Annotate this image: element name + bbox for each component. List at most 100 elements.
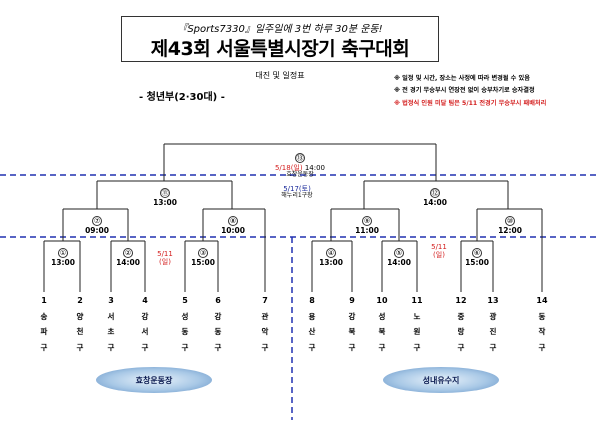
team-name-char: 강: [141, 311, 149, 321]
team-name-char: 용: [308, 311, 316, 321]
team-name-char: 산: [308, 327, 316, 336]
team-number: 1: [41, 296, 47, 305]
final-match: ⑬ 5/18(일) 14:00 효창운동장: [255, 146, 345, 179]
team-name-char: 구: [40, 342, 48, 352]
final-date: 5/18(일): [274, 164, 303, 173]
round1-date-left: 5/11 (일): [157, 250, 173, 267]
team-number: 11: [411, 296, 423, 305]
match-time: 15:00: [191, 258, 215, 268]
team-name-char: 진: [489, 327, 497, 336]
final-time: 14:00: [304, 164, 326, 173]
team-number: 10: [376, 296, 388, 305]
team-name-char: 서: [107, 311, 115, 321]
team-name-char: 천: [76, 327, 84, 336]
team-name-char: 강: [348, 311, 356, 321]
team-name-char: 동: [181, 327, 189, 336]
page-title: 제43회 서울특별시장기 축구대회: [150, 38, 410, 60]
team-name-char: 랑: [457, 327, 465, 336]
round1-match-3: ③ 15:00: [178, 241, 228, 268]
match-number: ⑨: [362, 216, 372, 226]
note-forfeit: ※ 법정식 인원 미달 팀은 5/11 전경기 무승부시 패배처리: [394, 100, 547, 107]
venue-badge-right: 성내유수지: [383, 367, 499, 393]
title-box: 『Sports7330』일주일에 3번 하루 30분 운동! 제43회 서울특별…: [121, 16, 439, 62]
team-name-char: 구: [261, 342, 269, 352]
quarter-match-10: ⑩ 12:00: [485, 209, 535, 236]
team-name-char: 구: [489, 342, 497, 352]
match-number: ①: [58, 248, 68, 258]
team-name-char: 구: [413, 342, 421, 352]
match-number: ⑬: [295, 153, 305, 163]
match-time: 13:00: [51, 258, 75, 268]
match-time: 11:00: [355, 226, 379, 236]
team-number: 3: [108, 296, 114, 305]
venue-label: 효창운동장: [135, 375, 173, 385]
team-number: 12: [455, 296, 467, 305]
team-name-char: 강: [214, 311, 222, 321]
quarter-match-9: ⑨ 11:00: [342, 209, 392, 236]
team-number: 4: [142, 296, 148, 305]
match-time: 12:00: [498, 226, 522, 236]
match-number: ④: [326, 248, 336, 258]
match-number: ⑦: [92, 216, 102, 226]
match-number: ⑪: [160, 188, 170, 198]
round1-match-4: ④ 13:00: [306, 241, 356, 268]
match-time: 14:00: [387, 258, 411, 268]
final-venue: 효창운동장: [286, 171, 314, 179]
team-name-char: 구: [538, 342, 546, 352]
team-name-char: 구: [141, 342, 149, 352]
match-time: 14:00: [116, 258, 140, 268]
team-name-char: 구: [214, 342, 222, 352]
semi-match-11: ⑪ 13:00: [140, 181, 190, 208]
round1-date-right: 5/11 (일): [431, 243, 447, 260]
venue-badge-left: 효창운동장: [96, 367, 212, 393]
match-time: 14:00: [423, 198, 447, 208]
team-name-char: 구: [107, 342, 115, 352]
team-number: 14: [536, 296, 548, 305]
team-name-char: 원: [413, 327, 421, 336]
team-name-char: 양: [76, 311, 84, 321]
team-number: 5: [182, 296, 188, 305]
match-number: ②: [123, 248, 133, 258]
match-time: 15:00: [465, 258, 489, 268]
note-tiebreak: ※ 전 경기 무승부시 연장전 없이 승부차기로 승자결정: [394, 87, 535, 94]
semi-venue: 해누리1구장: [281, 192, 313, 200]
team-name-char: 성: [181, 311, 189, 321]
team-name-char: 구: [348, 342, 356, 352]
semi-date-label: 5/17(토) 해누리1구장: [262, 185, 332, 200]
team-name-char: 구: [76, 342, 84, 352]
match-number: ⑤: [394, 248, 404, 258]
team-name-char: 초: [107, 327, 115, 336]
team-name-char: 북: [378, 327, 386, 336]
team-name-char: 구: [378, 342, 386, 352]
match-number: ③: [198, 248, 208, 258]
team-name-char: 동: [214, 327, 222, 336]
team-name-char: 광: [489, 311, 497, 321]
team-name-char: 북: [348, 327, 356, 336]
team-name-char: 구: [457, 342, 465, 352]
team-name-char: 성: [378, 311, 386, 321]
match-time: 13:00: [319, 258, 343, 268]
round1-match-2: ② 14:00: [103, 241, 153, 268]
match-number: ⑧: [228, 216, 238, 226]
note-schedule: ※ 일정 및 시간, 장소는 사정에 따라 변경될 수 있음: [394, 75, 530, 82]
team-number: 7: [262, 296, 268, 305]
team-number: 2: [77, 296, 83, 305]
team-name-char: 작: [538, 327, 546, 336]
semi-date: 5/17(토): [283, 185, 311, 193]
division-label: - 청년부(2·30대) -: [139, 92, 225, 103]
team-number: 8: [309, 296, 315, 305]
